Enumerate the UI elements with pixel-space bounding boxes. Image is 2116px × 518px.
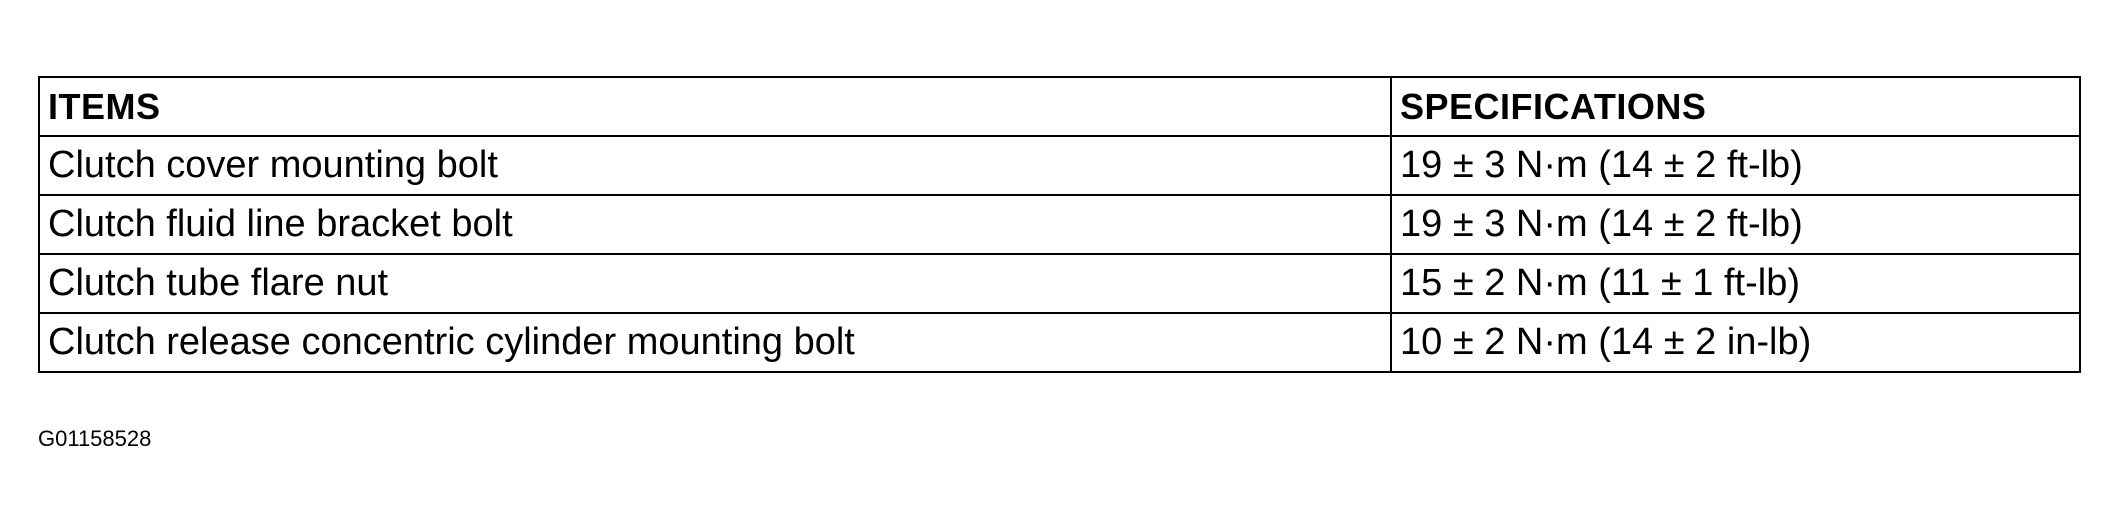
specification-cell: 19 ± 3 N·m (14 ± 2 ft-lb) bbox=[1390, 135, 2081, 196]
figure-id-label: G01158528 bbox=[38, 426, 152, 451]
table-row: Clutch cover mounting bolt 19 ± 3 N·m (1… bbox=[38, 135, 2081, 196]
table-row: Clutch fluid line bracket bolt 19 ± 3 N·… bbox=[38, 194, 2081, 255]
table-row: Clutch tube flare nut 15 ± 2 N·m (11 ± 1… bbox=[38, 253, 2081, 314]
specification-cell: 15 ± 2 N·m (11 ± 1 ft-lb) bbox=[1390, 253, 2081, 314]
specification-cell: 19 ± 3 N·m (14 ± 2 ft-lb) bbox=[1390, 194, 2081, 255]
item-cell: Clutch tube flare nut bbox=[38, 253, 1392, 314]
item-cell: Clutch fluid line bracket bolt bbox=[38, 194, 1392, 255]
column-header-items: ITEMS bbox=[38, 76, 1392, 137]
item-cell: Clutch cover mounting bolt bbox=[38, 135, 1392, 196]
column-header-specifications: SPECIFICATIONS bbox=[1390, 76, 2081, 137]
table-header-row: ITEMS SPECIFICATIONS bbox=[38, 76, 2081, 137]
specification-cell: 10 ± 2 N·m (14 ± 2 in-lb) bbox=[1390, 312, 2081, 373]
torque-spec-table: ITEMS SPECIFICATIONS Clutch cover mounti… bbox=[38, 76, 2081, 373]
item-cell: Clutch release concentric cylinder mount… bbox=[38, 312, 1392, 373]
table-row: Clutch release concentric cylinder mount… bbox=[38, 312, 2081, 373]
